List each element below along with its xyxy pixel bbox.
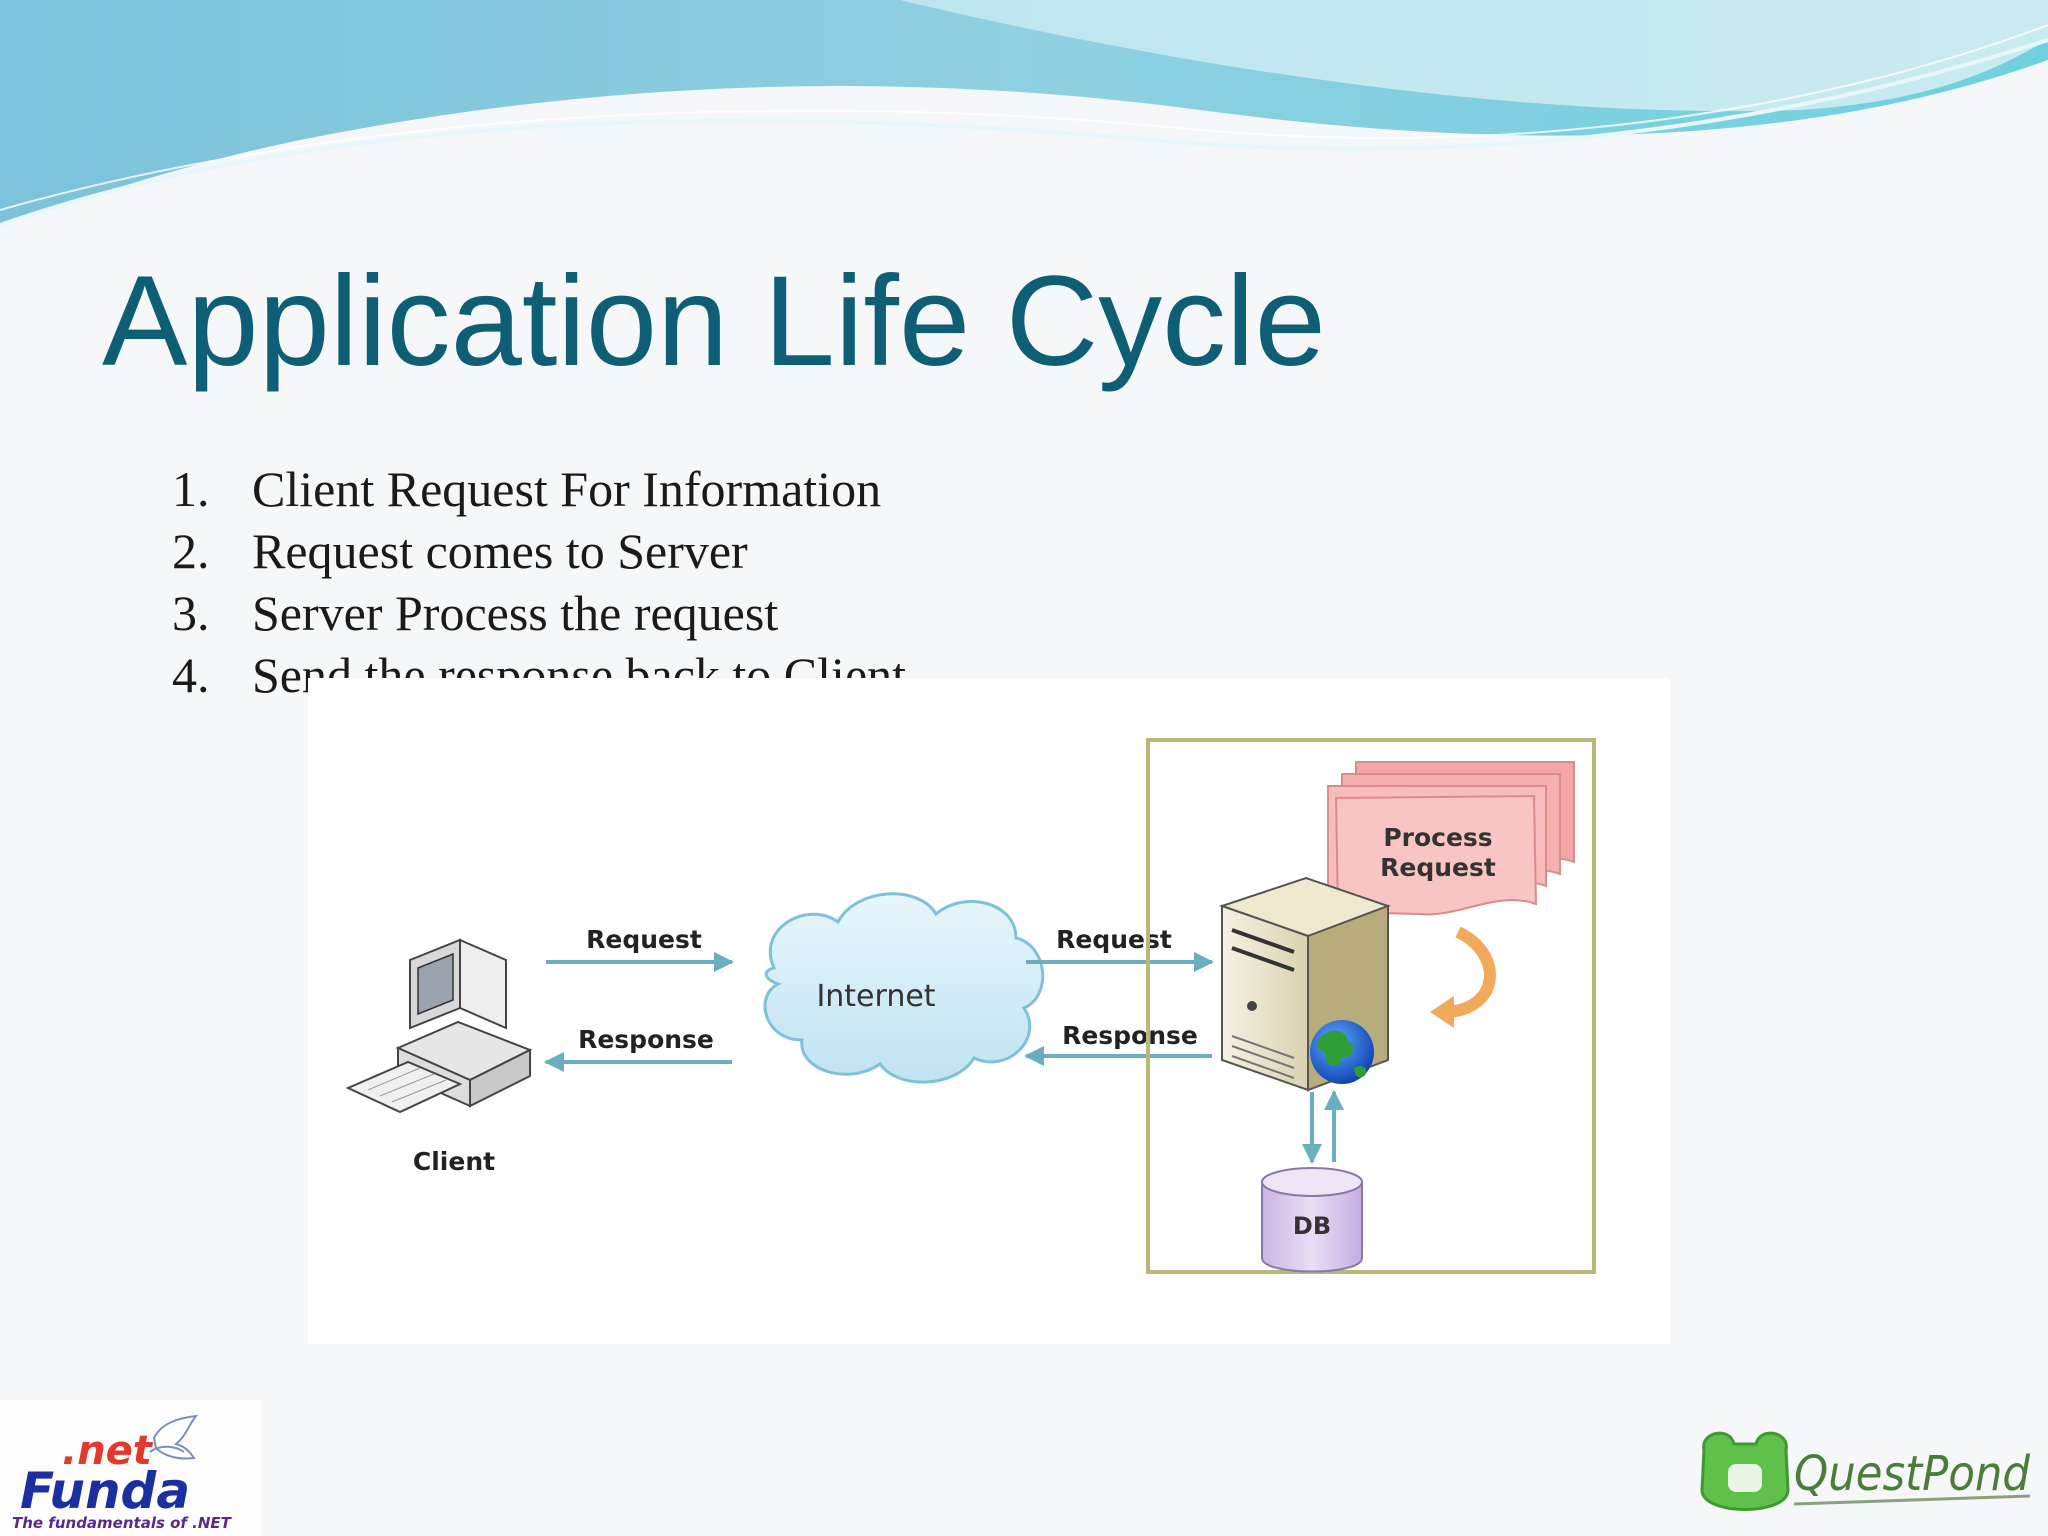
step-number: 1. (172, 461, 210, 517)
process-loop-arrow-icon (1447, 926, 1496, 1018)
internet-cloud-icon (763, 892, 1045, 1084)
loop-arrowhead (1430, 996, 1454, 1028)
questpond-text: QuestPond (1794, 1446, 2030, 1502)
client-server-diagram: Client Request Response Internet Request… (308, 678, 1670, 1344)
steps-list: 1. Client Request For Information 2. Reque… (172, 458, 906, 706)
client-computer-icon (345, 938, 533, 1114)
request-label-left: Request (586, 925, 702, 954)
netfunda-logo: .net Funda The fundamentals of .NET (0, 1400, 262, 1536)
db-label: DB (1293, 1212, 1331, 1240)
slide-title: Application Life Cycle (102, 250, 1326, 393)
step-text: Server Process the request (252, 585, 779, 641)
request-label-right: Request (1056, 925, 1172, 954)
globe-icon (1310, 1020, 1374, 1084)
step-item: 2. Request comes to Server (172, 520, 906, 582)
step-number: 2. (172, 523, 210, 579)
server-tower-icon (1218, 876, 1391, 1092)
step-number: 3. (172, 585, 210, 641)
response-label-right: Response (1062, 1021, 1198, 1050)
header-wave-decoration (0, 0, 2048, 227)
step-text: Client Request For Information (252, 461, 882, 517)
step-number: 4. (172, 647, 210, 703)
netfunda-tagline: The fundamentals of .NET (12, 1514, 233, 1532)
step-item: 1. Client Request For Information (172, 458, 906, 520)
netfunda-net-text: .net (62, 1428, 154, 1474)
step-text: Request comes to Server (252, 523, 748, 579)
process-label-line2: Request (1380, 853, 1496, 882)
netfunda-funda-text: Funda (20, 1462, 190, 1520)
server-boundary-box (1146, 738, 1596, 1274)
response-label-left: Response (578, 1025, 714, 1054)
questpond-logo: QuestPond (1700, 1431, 2030, 1511)
questpond-mark-icon (1700, 1431, 1790, 1511)
process-request-paper-icon (1327, 761, 1575, 916)
step-item: 3. Server Process the request (172, 582, 906, 644)
process-label-line1: Process (1383, 823, 1492, 852)
database-icon (1261, 1167, 1363, 1273)
internet-label: Internet (816, 979, 935, 1014)
client-label: Client (413, 1147, 495, 1176)
